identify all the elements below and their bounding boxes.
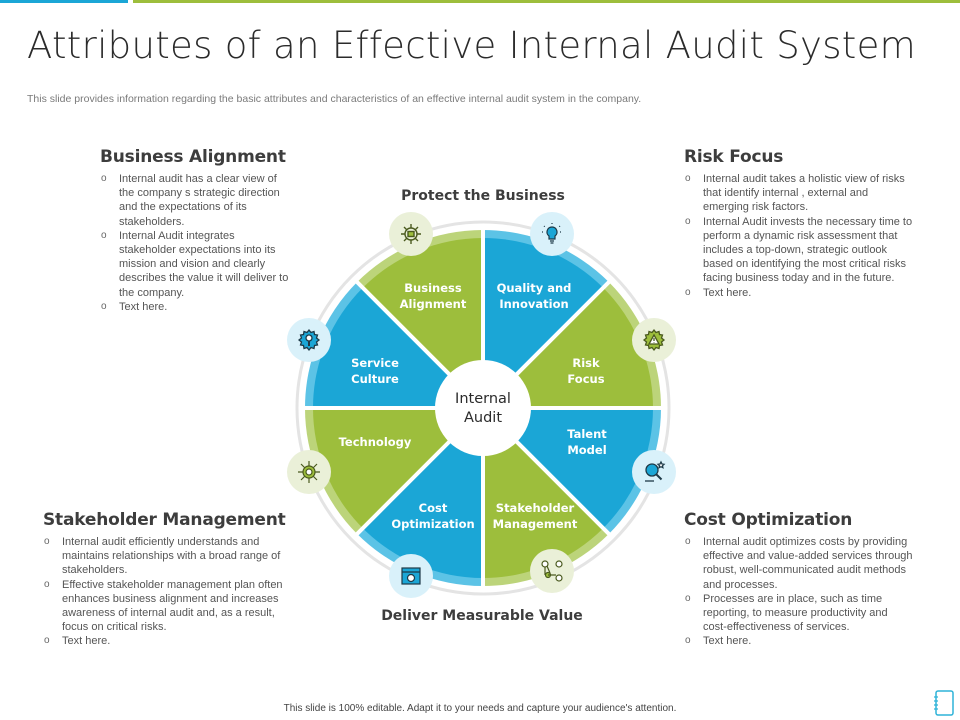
business-alignment-heading: Business Alignment	[100, 147, 286, 167]
outer-ring	[295, 220, 671, 596]
bullet-icon: o	[685, 173, 691, 184]
calculator-coin-icon	[389, 554, 433, 598]
circuit-chip-icon	[287, 450, 331, 494]
segment-service-culture	[305, 282, 483, 408]
segment-stakeholder-management	[483, 408, 609, 586]
segment-business-alignment	[357, 229, 483, 408]
gears-circuit-icon	[389, 212, 433, 256]
cost-optimization-heading: Cost Optimization	[684, 510, 853, 530]
bullet-icon: o	[101, 173, 107, 184]
stakeholder-management-heading: Stakeholder Management	[43, 510, 286, 530]
segment-risk-focus	[483, 282, 661, 408]
bullet-icon: o	[101, 300, 107, 312]
page-title: Attributes of an Effective Internal Audi…	[27, 24, 916, 67]
bullet-icon: o	[685, 286, 691, 298]
segment-label-technology: Technology	[338, 435, 412, 449]
segment-technology	[305, 408, 483, 534]
gear-warning-icon	[632, 318, 676, 362]
notebook-icon[interactable]	[933, 690, 955, 716]
audit-wheel-diagram	[295, 220, 671, 596]
bullet-icon: o	[685, 536, 691, 547]
risk-focus-heading: Risk Focus	[684, 147, 784, 167]
footer-note: This slide is 100% editable. Adapt it to…	[283, 703, 677, 714]
deliver-measurable-value-label: Deliver Measurable Value	[381, 608, 583, 624]
segment-talent-model	[483, 408, 661, 534]
center-circle	[435, 360, 531, 456]
bullet-icon: o	[44, 536, 50, 547]
top-accent-bar-blue	[0, 0, 128, 3]
bullet-icon: o	[685, 215, 691, 227]
network-people-icon	[530, 549, 574, 593]
top-accent-bar-green	[133, 0, 960, 3]
segment-cost-optimization	[357, 408, 483, 586]
bullet-icon: o	[44, 635, 50, 647]
magnifier-person-icon	[632, 450, 676, 494]
bullet-icon: o	[101, 229, 107, 241]
bullet-icon: o	[685, 592, 691, 604]
gear-wrench-icon	[287, 318, 331, 362]
bullet-icon: o	[685, 635, 691, 647]
bullet-icon: o	[44, 578, 50, 590]
segment-quality-innovation	[483, 229, 609, 408]
page-subtitle: This slide provides information regardin…	[27, 93, 642, 105]
lightbulb-icon	[530, 212, 574, 256]
protect-the-business-label: Protect the Business	[401, 188, 565, 204]
